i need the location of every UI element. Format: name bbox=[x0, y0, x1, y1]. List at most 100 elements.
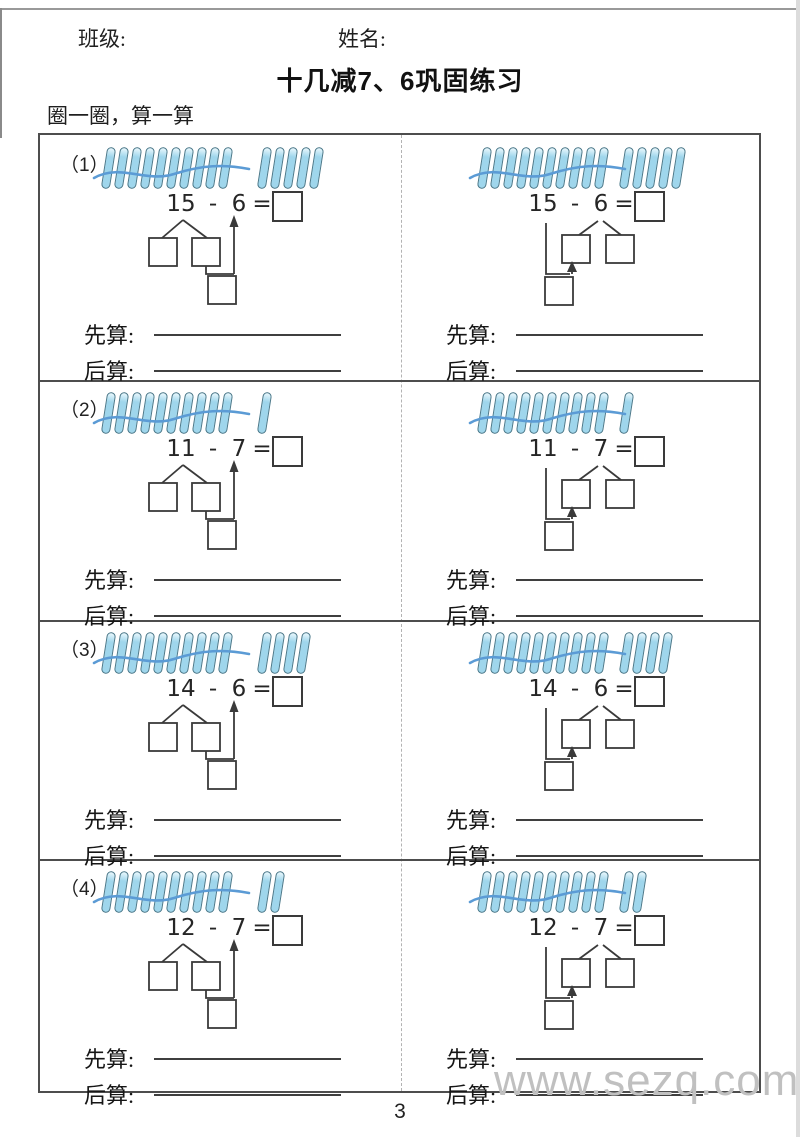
bond-box-result[interactable] bbox=[207, 760, 237, 790]
minuend: 12 bbox=[166, 915, 196, 941]
bond-box-left[interactable] bbox=[148, 722, 178, 752]
bond-box-right[interactable] bbox=[605, 719, 635, 749]
minus-sign: - bbox=[208, 436, 218, 462]
first-step-answer-line[interactable] bbox=[154, 320, 341, 336]
minuend: 14 bbox=[166, 676, 196, 702]
bond-box-result[interactable] bbox=[544, 276, 574, 306]
answer-box[interactable] bbox=[272, 436, 303, 467]
equals-sign: = bbox=[252, 191, 272, 217]
problem-2-right-panel: 11 - 7 = 先算: 后算: bbox=[402, 380, 764, 629]
second-step-row: 后算: bbox=[402, 839, 764, 869]
arrow-head bbox=[567, 746, 577, 757]
subtrahend: 7 bbox=[593, 915, 609, 941]
first-step-row: 先算: bbox=[402, 318, 764, 348]
bond-box-right[interactable] bbox=[191, 722, 221, 752]
second-step-answer-line[interactable] bbox=[154, 601, 341, 617]
first-step-row: 先算: bbox=[40, 1042, 402, 1072]
bond-box-left[interactable] bbox=[148, 961, 178, 991]
first-step-answer-line[interactable] bbox=[516, 1044, 703, 1060]
cross-out-wave-line bbox=[468, 888, 627, 904]
subtrahend: 6 bbox=[231, 676, 247, 702]
arrow-head bbox=[567, 261, 577, 272]
worksheet-table: （1） 15 - 6 = bbox=[38, 133, 764, 1108]
bond-box-left[interactable] bbox=[148, 237, 178, 267]
bond-box-right[interactable] bbox=[605, 234, 635, 264]
second-step-answer-line[interactable] bbox=[154, 841, 341, 857]
second-step-answer-line[interactable] bbox=[154, 356, 341, 372]
subtrahend: 7 bbox=[231, 436, 247, 462]
equals-sign: = bbox=[252, 915, 272, 941]
second-step-row: 后算: bbox=[402, 599, 764, 629]
first-step-answer-line[interactable] bbox=[516, 805, 703, 821]
first-step-row: 先算: bbox=[402, 1042, 764, 1072]
equation: 14 - 6 = bbox=[40, 676, 402, 708]
first-step-answer-line[interactable] bbox=[154, 1044, 341, 1060]
second-step-answer-line[interactable] bbox=[516, 601, 703, 617]
problem-4-left-panel: （4） 12 - 7 = bbox=[40, 859, 402, 1108]
equals-sign: = bbox=[252, 436, 272, 462]
bond-box-left[interactable] bbox=[561, 719, 591, 749]
bond-box-right[interactable] bbox=[605, 958, 635, 988]
bond-box-left[interactable] bbox=[561, 958, 591, 988]
minuend: 11 bbox=[166, 436, 196, 462]
second-step-answer-line[interactable] bbox=[516, 1080, 703, 1096]
equation: 14 - 6 = bbox=[402, 676, 764, 708]
equals-sign: = bbox=[614, 191, 634, 217]
scan-artifact-left-edge bbox=[0, 8, 2, 138]
first-step-answer-line[interactable] bbox=[516, 320, 703, 336]
first-step-answer-line[interactable] bbox=[154, 565, 341, 581]
worksheet-title: 十几减7、6巩固练习 bbox=[276, 66, 524, 96]
arrow-head bbox=[229, 215, 239, 227]
answer-box[interactable] bbox=[272, 191, 303, 222]
cross-out-wave-line bbox=[468, 409, 627, 425]
minuend: 15 bbox=[166, 191, 196, 217]
first-step-answer-line[interactable] bbox=[154, 805, 341, 821]
answer-box[interactable] bbox=[634, 915, 665, 946]
crossed-bundle-of-ten-sticks bbox=[468, 631, 627, 675]
bond-box-result[interactable] bbox=[544, 521, 574, 551]
second-step-label: 后算: bbox=[84, 844, 135, 869]
answer-box[interactable] bbox=[272, 676, 303, 707]
bond-box-result[interactable] bbox=[207, 275, 237, 305]
second-step-row: 后算: bbox=[402, 1078, 764, 1108]
bond-box-left[interactable] bbox=[148, 482, 178, 512]
first-step-answer-line[interactable] bbox=[516, 565, 703, 581]
bond-box-right[interactable] bbox=[191, 237, 221, 267]
scan-artifact-right-edge bbox=[796, 0, 800, 1137]
cross-out-wave-line bbox=[468, 164, 627, 180]
bond-box-right[interactable] bbox=[191, 482, 221, 512]
equation: 12 - 7 = bbox=[402, 915, 764, 947]
scan-artifact-top-line bbox=[0, 8, 800, 10]
answer-box[interactable] bbox=[634, 436, 665, 467]
second-step-row: 后算: bbox=[40, 354, 402, 384]
answer-box[interactable] bbox=[634, 676, 665, 707]
cross-out-wave-line bbox=[92, 409, 251, 425]
answer-box[interactable] bbox=[634, 191, 665, 222]
first-step-label: 先算: bbox=[84, 808, 135, 833]
second-step-answer-line[interactable] bbox=[154, 1080, 341, 1096]
answer-box[interactable] bbox=[272, 915, 303, 946]
bond-box-result[interactable] bbox=[544, 1000, 574, 1030]
bond-box-left[interactable] bbox=[561, 234, 591, 264]
second-step-answer-line[interactable] bbox=[516, 841, 703, 857]
bond-box-left[interactable] bbox=[561, 479, 591, 509]
subtrahend: 7 bbox=[593, 436, 609, 462]
first-step-row: 先算: bbox=[40, 318, 402, 348]
watermark: www.sezq.com bbox=[494, 1056, 800, 1105]
row-separator bbox=[40, 620, 759, 622]
second-step-row: 后算: bbox=[402, 354, 764, 384]
number-bond-decompose-minuend bbox=[148, 460, 239, 550]
bond-box-result[interactable] bbox=[544, 761, 574, 791]
bond-box-right[interactable] bbox=[605, 479, 635, 509]
minus-sign: - bbox=[570, 676, 580, 702]
bond-box-result[interactable] bbox=[207, 999, 237, 1029]
minus-sign: - bbox=[570, 915, 580, 941]
minuend: 15 bbox=[528, 191, 558, 217]
bond-box-right[interactable] bbox=[191, 961, 221, 991]
second-step-answer-line[interactable] bbox=[516, 356, 703, 372]
minus-sign: - bbox=[208, 915, 218, 941]
arrow-head bbox=[567, 985, 577, 996]
equation: 12 - 7 = bbox=[40, 915, 402, 947]
bond-box-result[interactable] bbox=[207, 520, 237, 550]
